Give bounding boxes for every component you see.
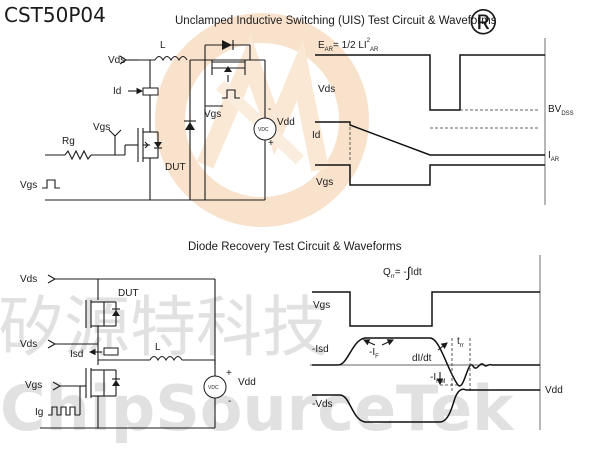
watermark-registered-mark: ® <box>470 1 497 42</box>
uis-label-vgs-source: Vgs <box>20 180 37 191</box>
diode-if-label: -IF <box>369 347 379 360</box>
uis-freewheel-diode <box>185 122 195 130</box>
diode-wave-label-vgs: Vgs <box>313 300 330 311</box>
diode-label-vds-top: Vds <box>20 274 37 285</box>
uis-label-vds: Vds <box>108 55 125 66</box>
uis-label-rg: Rg <box>62 136 75 147</box>
uis-wave-label-vgs: Vgs <box>316 177 333 188</box>
diode-dut-upper <box>85 279 120 345</box>
watermark-cjk: 矽源特科技 <box>0 289 328 366</box>
uis-title: Unclamped Inductive Switching (UIS) Test… <box>175 15 497 27</box>
uis-vdc-plus: + <box>268 138 274 149</box>
uis-bvdss-label: BVDSS <box>548 104 574 117</box>
diode-vdc-minus: - <box>228 396 231 407</box>
diode-dut-lower <box>85 368 120 428</box>
diode-isd-trace <box>312 337 540 387</box>
uis-ear-symbol: EAR= 1/2 LI2AR <box>318 38 379 53</box>
diode-label-vdd: Vdd <box>238 377 256 388</box>
diode-wave-label-isd: -Isd <box>312 344 329 355</box>
diode-gate-pulses <box>48 406 80 416</box>
diode-label-l: L <box>155 342 161 353</box>
uis-label-vgs-inverted: Vgs <box>204 109 221 120</box>
diode-wave-label-vds: -Vds <box>312 399 333 410</box>
uis-inductor <box>154 55 188 62</box>
diode-circuit: Vds DUT Vds Isd <box>20 274 256 429</box>
diode-label-vgs: Vgs <box>25 380 42 391</box>
diode-wave-label-vdd: Vdd <box>545 385 563 396</box>
uis-wave-label-vds: Vds <box>318 84 335 95</box>
diode-vds-trace <box>312 388 540 423</box>
diode-label-isd: Isd <box>70 349 83 360</box>
uis-vds-trace <box>315 54 545 111</box>
diode-label-vds-bottom: Vds <box>20 339 37 350</box>
uis-label-l: L <box>160 40 166 51</box>
uis-label-vgs: Vgs <box>93 122 110 133</box>
uis-wave-label-id: Id <box>312 130 320 141</box>
diode-current-sensor <box>103 347 119 356</box>
uis-gate-resistor <box>64 149 92 161</box>
diode-vgs-trace <box>312 291 540 327</box>
diode-vdc-source <box>203 375 227 399</box>
uis-iar-label: IAR <box>548 150 560 163</box>
uis-dut-mosfet <box>137 128 162 200</box>
uis-vgs-trace <box>315 164 545 186</box>
uis-upper-switch <box>211 60 246 82</box>
diode-label-dut: DUT <box>118 288 139 299</box>
diode-vdc-plus: + <box>226 368 232 379</box>
uis-label-dut: DUT <box>165 162 186 173</box>
uis-current-sensor <box>142 87 159 96</box>
diode-label-ig: Ig <box>35 407 43 418</box>
uis-vdc-source <box>253 117 277 141</box>
diode-vdc-text: VDC <box>208 385 219 391</box>
diode-qrr-formula: Qrr= -∫Idt <box>383 264 422 280</box>
diode-irm-label: -IRM <box>430 372 445 385</box>
uis-waveforms: EAR= 1/2 LI2AR Vds BVDSS Id IAR Vgs <box>312 38 574 205</box>
uis-vdc-text: VDC <box>258 127 269 133</box>
diode-title: Diode Recovery Test Circuit & Waveforms <box>188 241 402 253</box>
diode-waveforms: Qrr= -∫Idt Vgs -Isd -IF dI/dt trr -IRM -… <box>310 255 563 430</box>
uis-circuit: L Vds Id DUT <box>20 40 295 201</box>
diode-trr-label: trr <box>457 336 464 349</box>
diode-didt-label: dI/dt <box>412 353 432 364</box>
uis-label-vdd: Vdd <box>277 117 295 128</box>
diode-inductor <box>149 355 183 362</box>
uis-label-id: Id <box>113 86 121 97</box>
part-number: CST50P04 <box>4 3 106 27</box>
uis-vdc-minus: - <box>268 104 271 115</box>
